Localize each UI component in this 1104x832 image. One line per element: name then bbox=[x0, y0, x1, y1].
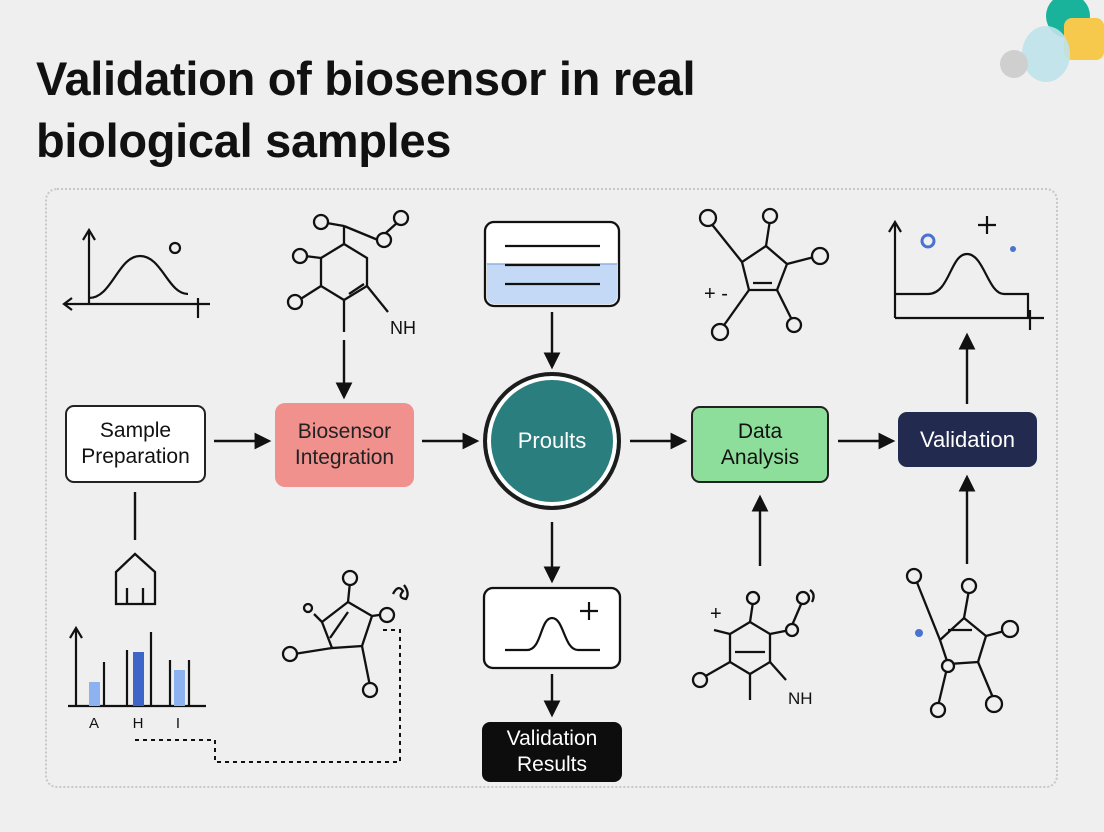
biosensor-integration-line1: Biosensor bbox=[297, 420, 392, 443]
validation-label: Validation bbox=[920, 426, 1015, 452]
sample-preparation-line1: Sample bbox=[99, 419, 172, 442]
decor-circle-blue bbox=[1022, 26, 1070, 82]
plus-label: + bbox=[710, 603, 722, 625]
nh-label-bottom: NH bbox=[788, 689, 813, 708]
title-line-2: biological samples bbox=[36, 114, 452, 167]
blue-ring-dot bbox=[920, 233, 936, 249]
data-analysis-line1: Data bbox=[737, 419, 783, 443]
peak-curve-box bbox=[482, 586, 622, 670]
proults-circle: Proults bbox=[483, 372, 621, 510]
bar-label-a: A bbox=[89, 715, 99, 732]
bar-label-h: H bbox=[133, 715, 144, 732]
house-icon bbox=[114, 552, 157, 606]
validation-results-line2: Results bbox=[516, 753, 588, 776]
sample-preparation-box: Sample Preparation bbox=[65, 405, 206, 483]
blue-dot bbox=[1010, 246, 1016, 252]
pentagon-molecule-icon bbox=[698, 207, 830, 342]
bar-chart-icon bbox=[68, 625, 206, 708]
proults-label: Proults bbox=[517, 428, 587, 453]
hexagon-molecule-icon bbox=[286, 209, 410, 332]
data-analysis-box: Data Analysis bbox=[691, 406, 829, 483]
validation-results-line1: Validation bbox=[506, 727, 598, 750]
hexagon-molecule-icon-2 bbox=[691, 589, 815, 700]
diagram-frame bbox=[45, 188, 1058, 788]
sample-preparation-line2: Preparation bbox=[81, 445, 190, 468]
blue-dot-2 bbox=[915, 629, 923, 637]
data-analysis-line2: Analysis bbox=[720, 445, 800, 469]
biosensor-integration-box: Biosensor Integration bbox=[275, 403, 414, 487]
dashed-connector bbox=[135, 629, 401, 763]
validation-box: Validation bbox=[898, 412, 1037, 467]
peak-chart-icon bbox=[62, 227, 210, 318]
title-line-1: Validation of biosensor in real bbox=[36, 52, 696, 105]
nh-label-top: NH bbox=[390, 318, 416, 338]
decor-circle-gray bbox=[1000, 50, 1028, 78]
biosensor-integration-line2: Integration bbox=[294, 446, 395, 469]
result-chart-icon bbox=[888, 216, 1044, 330]
page-title: Validation of biosensor in real biologic… bbox=[36, 48, 696, 172]
pentagon-molecule-icon-2 bbox=[281, 569, 409, 699]
pentagon-molecule-icon-3 bbox=[905, 567, 1020, 719]
validation-results-box: Validation Results bbox=[482, 722, 622, 782]
beaker-icon bbox=[483, 220, 621, 308]
decor-square-yellow bbox=[1064, 18, 1104, 60]
plus-minus-label: + - bbox=[704, 283, 728, 305]
bar-label-i: I bbox=[176, 715, 180, 732]
